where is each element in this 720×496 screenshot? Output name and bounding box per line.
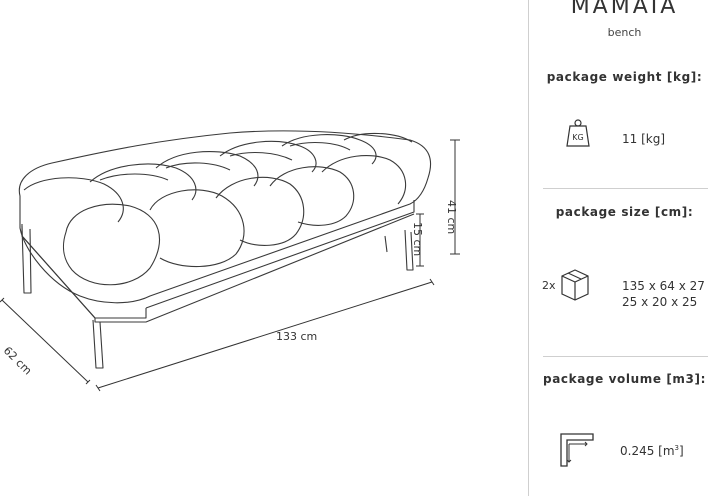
dimension-lines [0,139,460,392]
package-volume-number: 0.245 [m [620,444,675,458]
section-divider [543,188,708,189]
product-name: MAMAIA [570,0,679,19]
package-weight-value: 11 [kg] [622,132,666,146]
panel-divider [528,0,529,496]
dimension-leg-height-label: 15 cm [411,222,424,257]
leg-back-left [384,235,388,253]
bench-illustration [18,130,432,369]
package-volume-title: package volume [m3]: [543,372,706,386]
package-volume-close: ] [679,444,684,458]
package-volume-exponent: 3 [674,444,680,452]
volume-icon [560,433,594,467]
leg-back-right [404,229,414,271]
package-volume-value: 0.245 [m3] [620,444,684,458]
product-type: bench [607,26,642,39]
box-icon [561,269,589,301]
package-size-line-2: 25 x 20 x 25 [622,295,698,309]
weight-icon-text: KG [572,133,583,142]
leg-front-left [21,225,32,294]
package-count: 2x [542,279,556,292]
leg-front-right [92,319,104,369]
dimension-width-label: 133 cm [276,330,318,343]
package-weight-title: package weight [kg]: [546,70,703,84]
dimension-height-label: 41 cm [445,200,458,235]
weight-icon: KG [566,119,590,147]
info-panel: MAMAIA bench package weight [kg]: KG 11 … [529,0,720,496]
package-size-title: package size [cm]: [555,205,694,219]
package-size-line-1: 135 x 64 x 27 [622,279,705,293]
section-divider [543,356,708,357]
